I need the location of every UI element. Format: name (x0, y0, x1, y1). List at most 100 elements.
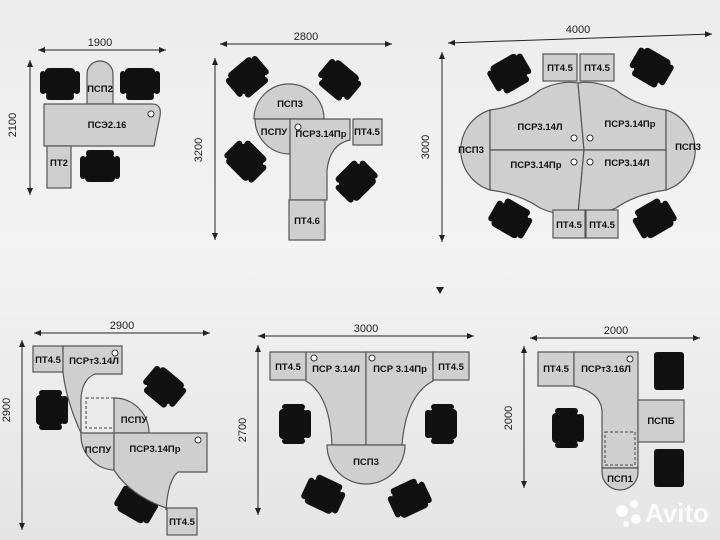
desk-piece (579, 53, 615, 82)
piece-label: ПСП3 (277, 99, 303, 110)
storage-outline (604, 431, 636, 466)
layout-1: 1900 2100 ПСП2 ПСЭ2.16 ПТ2 (7, 37, 166, 195)
depth-dimension: 3200 (193, 58, 218, 240)
chair-icon (313, 55, 365, 106)
desk-piece (43, 103, 161, 147)
piece-label: ПТ4.6 (294, 216, 320, 227)
piece-label: ПТ4.5 (35, 355, 62, 366)
width-dimension: 2800 (220, 31, 392, 47)
chair-icon (138, 362, 190, 413)
piece-label: ПСП3 (458, 145, 484, 156)
desk-piece (46, 145, 72, 189)
depth-dimension: 2000 (503, 346, 527, 488)
desk-piece (432, 351, 470, 381)
depth-label: 2000 (503, 406, 515, 430)
avito-watermark: Avito (616, 498, 709, 528)
desk-piece (113, 432, 208, 511)
layout-4: 2900 2900 ПТ4.5 ПСРт3.14Л ПСПУ ПСПУ ПСР3… (1, 320, 210, 536)
width-dimension: 4000 (447, 24, 713, 46)
desk-piece (62, 345, 123, 434)
piece-label: ПСП3 (675, 142, 701, 153)
depth-dimension: 2900 (1, 340, 25, 530)
layout-6: 2000 2000 ПТ4.5 ПСРт3.16Л ПСПБ ПСП1 (503, 325, 700, 491)
chair-icon (36, 390, 68, 430)
cabinet-icon (654, 449, 684, 487)
piece-label: ПТ4.5 (275, 362, 302, 373)
cable-hole (570, 158, 578, 166)
piece-label: ПТ4.5 (169, 517, 196, 528)
desk-piece (86, 60, 114, 105)
depth-dimension: 2700 (237, 345, 261, 515)
layout-2: 2800 3200 ПСП3 ПСПУ ПСР3.14Пр ПТ4.5 ПТ4.… (193, 31, 392, 241)
piece-label: ПСПУ (85, 445, 112, 456)
chair-icon (279, 404, 311, 444)
width-dimension: 2000 (530, 325, 700, 341)
watermark-text: Avito (645, 498, 709, 528)
arrow-down-icon (436, 287, 444, 294)
chair-icon (625, 43, 677, 92)
desk-piece (542, 53, 578, 82)
cable-hole (570, 134, 578, 142)
piece-label: ПСП1 (607, 474, 634, 485)
depth-label: 3000 (420, 135, 432, 159)
piece-label: ПСР3.14Л (517, 122, 563, 133)
desk-piece (585, 209, 619, 239)
cable-hole (294, 123, 302, 131)
width-dimension: 2900 (34, 320, 210, 336)
avito-logo-icon (616, 505, 628, 517)
chair-icon (628, 194, 680, 243)
cable-hole (310, 354, 318, 362)
desk-piece (253, 83, 325, 120)
cable-hole (586, 158, 594, 166)
layout-3: 4000 3000 ПТ4.5 ПТ4.5 ПСП3 ПСР3.14Л ПСР3… (420, 24, 713, 243)
piece-label: ПТ4.5 (556, 220, 583, 231)
cable-hole (368, 354, 376, 362)
piece-label: ПТ4.5 (354, 127, 381, 138)
chair-icon (384, 475, 435, 522)
desk-piece (32, 345, 64, 373)
depth-label: 3200 (193, 138, 205, 162)
width-label: 2900 (110, 320, 134, 332)
desk-piece (460, 109, 491, 191)
piece-label: ПСР 3.14Л (312, 364, 360, 375)
desk-piece (352, 118, 383, 146)
piece-label: ПТ2 (50, 158, 68, 169)
cable-hole (626, 355, 634, 363)
chair-icon (484, 49, 536, 98)
desk-piece (288, 199, 326, 241)
desk-piece (113, 397, 150, 434)
piece-label: ПТ4.5 (543, 364, 570, 375)
chair-icon (298, 471, 349, 518)
desk-piece (166, 507, 198, 536)
piece-label: ПСРт3.16Л (581, 364, 631, 375)
width-dimension: 3000 (258, 323, 474, 339)
depth-dimension: 3000 (420, 52, 445, 242)
piece-label: ПТ4.5 (438, 362, 465, 373)
depth-label: 2100 (7, 113, 19, 137)
depth-dimension: 2100 (7, 60, 33, 195)
desk-piece (254, 118, 291, 155)
width-label: 2800 (294, 31, 318, 43)
cable-hole (147, 110, 155, 118)
width-dimension: 1900 (38, 37, 166, 53)
depth-label: 2700 (237, 418, 249, 442)
chair-icon (552, 408, 584, 448)
piece-label: ПТ4.5 (547, 63, 574, 74)
piece-label: ПСП3 (353, 457, 379, 468)
cable-hole (111, 349, 119, 357)
piece-label: ПСР3.14Пр (510, 160, 561, 171)
piece-label: ПСПУ (261, 127, 288, 138)
cabinet-icon (654, 352, 684, 390)
piece-label: ПСПБ (647, 416, 675, 427)
desk-piece (289, 118, 351, 201)
storage-outline (85, 397, 115, 429)
cable-hole (194, 436, 202, 444)
chair-icon (425, 404, 457, 444)
depth-label: 2900 (1, 398, 13, 422)
chair-icon (120, 68, 160, 100)
desk-piece (552, 209, 586, 239)
width-label: 1900 (88, 37, 112, 49)
chair-icon (80, 150, 120, 182)
desk-piece (326, 444, 406, 485)
